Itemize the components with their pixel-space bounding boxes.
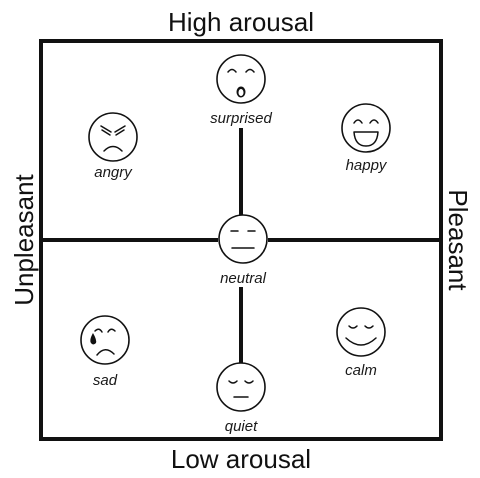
emotion-calm: calm [336,307,386,379]
quiet-face-icon [216,362,266,412]
emotion-angry: angry [88,112,138,181]
emotion-label-happy: happy [346,157,388,174]
sad-face-icon [80,315,130,365]
emotion-surprised: surprised [210,54,272,127]
emotion-label-sad: sad [93,372,118,389]
emotion-quiet: quiet [216,362,266,435]
emotion-label-calm: calm [345,362,377,379]
angry-face-icon [88,112,138,162]
emotion-label-angry: angry [94,164,133,181]
emotion-neutral: neutral [218,214,268,287]
axis-label-unpleasant: Unpleasant [9,173,39,305]
axis-label-high-arousal: High arousal [168,7,314,37]
surprised-face-icon [216,54,266,104]
emotion-sad: sad [80,315,130,389]
emotion-label-surprised: surprised [210,110,272,127]
axis-label-low-arousal: Low arousal [171,444,311,474]
emotion-happy: happy [341,103,391,174]
emotion-label-neutral: neutral [220,270,267,287]
axis-label-pleasant: Pleasant [443,189,473,291]
calm-face-icon [336,307,386,357]
emotion-label-quiet: quiet [225,418,258,435]
neutral-face-icon [218,214,268,264]
happy-face-icon [341,103,391,153]
